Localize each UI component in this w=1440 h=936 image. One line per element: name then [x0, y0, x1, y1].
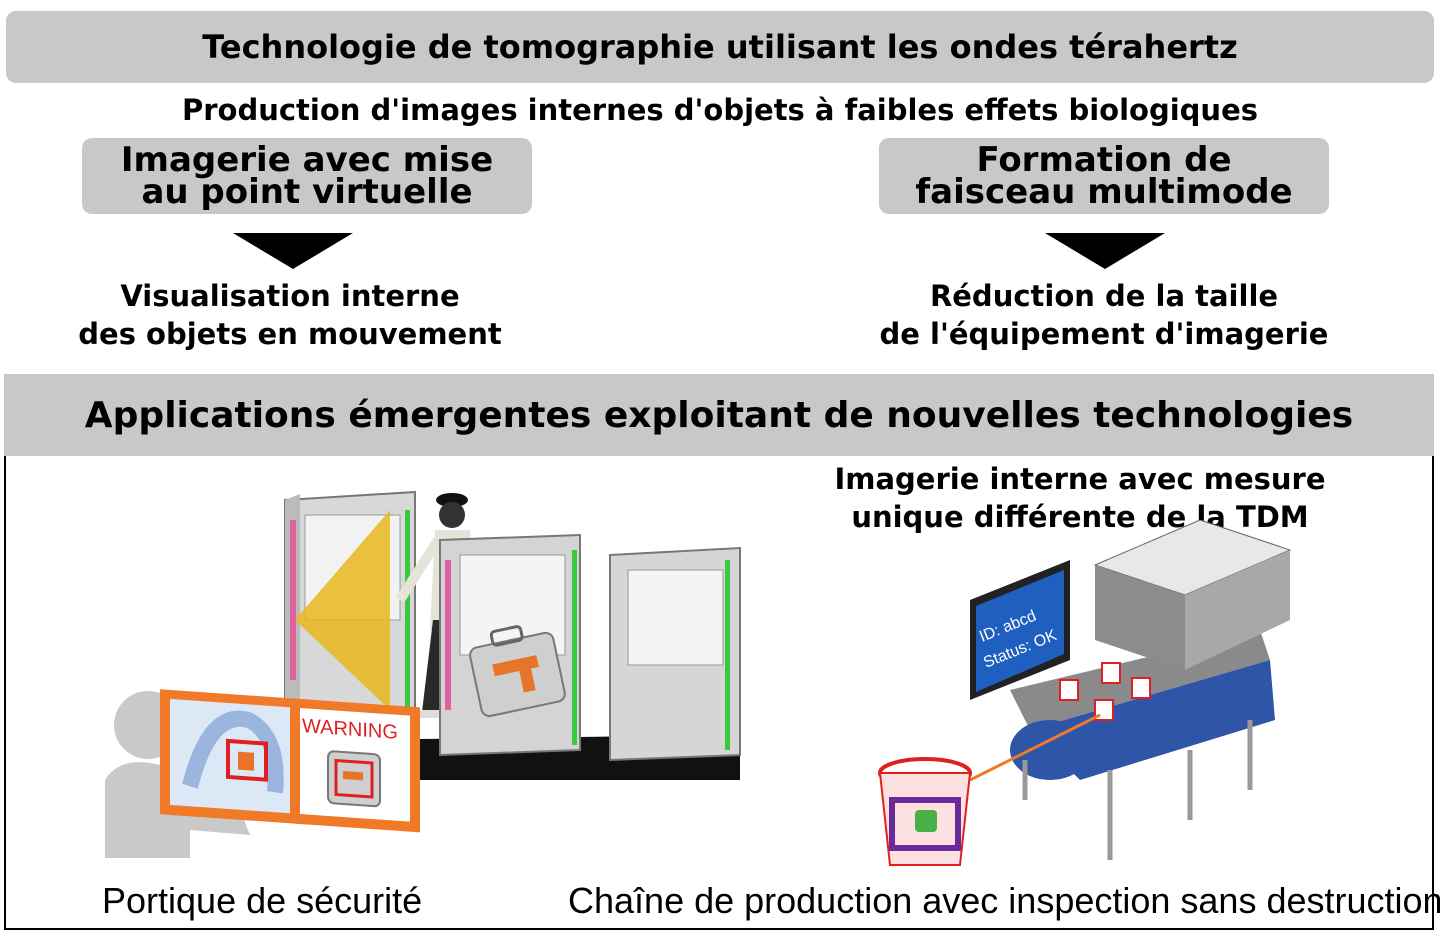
left-result-line1: Visualisation interne [120, 279, 460, 313]
right-technique-line1: Formation de [976, 140, 1232, 180]
inspection-pointer-line [969, 713, 1101, 782]
caption-security-gate: Portique de sécurité [102, 880, 423, 921]
status-monitor: ID: abcd Status: OK [970, 560, 1070, 700]
sensor-strip-green-1 [405, 510, 410, 710]
caption-production-line: Chaîne de production avec inspection san… [568, 880, 1440, 921]
sensor-strip-green-3 [725, 560, 730, 750]
suitcase-icon [469, 625, 566, 718]
production-heading-line1: Imagerie interne avec mesure [834, 462, 1326, 496]
main-title: Technologie de tomographie utilisant les… [202, 28, 1238, 66]
applications-title: Applications émergentes exploitant de no… [84, 394, 1354, 436]
security-gate-illustration: WARNING [105, 490, 741, 858]
pistol-icon [492, 655, 539, 693]
scanner-housing [1093, 520, 1292, 670]
main-title-banner: Technologie de tomographie utilisant les… [6, 11, 1434, 83]
production-heading-line2: unique différente de la TDM [851, 500, 1309, 534]
left-technique-line2: au point virtuelle [141, 172, 473, 212]
right-down-arrow-icon [1045, 233, 1165, 269]
sensor-strip-pink-2 [445, 560, 451, 710]
left-down-arrow-icon [233, 233, 353, 269]
production-line-illustration: ID: abcd Status: OK [878, 520, 1292, 866]
left-technique-box: Imagerie avec mise au point virtuelle [82, 138, 532, 214]
sensor-strip-green-2 [572, 550, 577, 745]
conveyor-legs [1022, 720, 1253, 860]
inspected-cup-icon [878, 757, 972, 866]
left-technique-line1: Imagerie avec mise [120, 140, 494, 180]
left-result: Visualisation interne des objets en mouv… [40, 277, 540, 353]
applications-banner: Applications émergentes exploitant de no… [4, 374, 1434, 456]
right-result-line2: de l'équipement d'imagerie [879, 317, 1329, 351]
subtitle: Production d'images internes d'objets à … [181, 93, 1259, 127]
right-result: Réduction de la taille de l'équipement d… [854, 277, 1354, 353]
terahertz-beam-icon [295, 510, 390, 710]
sensor-strip-pink-1 [290, 520, 296, 680]
right-result-line1: Réduction de la taille [929, 279, 1279, 313]
right-technique-box: Formation de faisceau multimode [879, 138, 1329, 214]
production-heading: Imagerie interne avec mesure unique diff… [820, 460, 1340, 536]
right-technique-line2: faisceau multimode [915, 172, 1293, 212]
scan-monitor-right: WARNING [290, 698, 420, 833]
gate-panel-3 [609, 546, 741, 762]
left-result-line2: des objets en mouvement [78, 317, 502, 351]
scan-monitor-left [160, 689, 310, 825]
